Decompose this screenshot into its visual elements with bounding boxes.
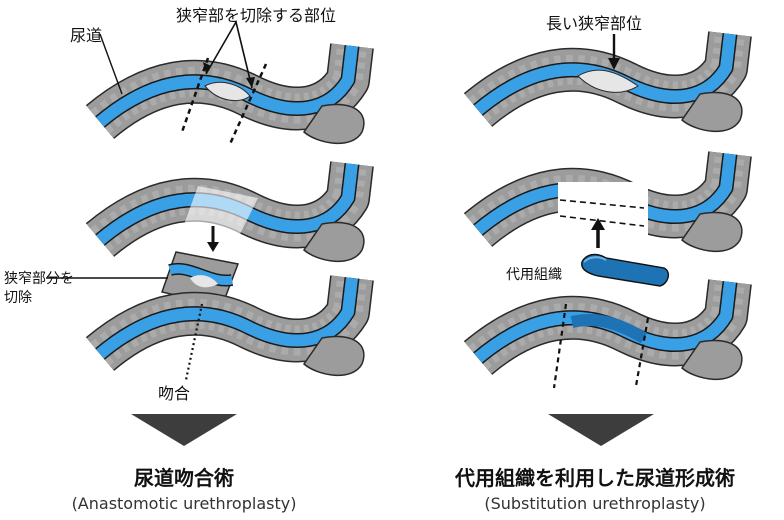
callout-line — [205, 21, 237, 75]
right-panel-long-stricture — [478, 34, 742, 131]
excision-site-label: 狭窄部を切除する部位 — [176, 6, 337, 25]
right-panel-graft-insert — [478, 154, 742, 251]
substitute-tissue-label: 代用組織 — [506, 267, 562, 283]
right-panel-graft-placed — [478, 282, 742, 388]
left-subtitle: (Anastomotic urethroplasty) — [71, 494, 297, 513]
excise-stricture-label-line1: 狭窄部分を — [4, 271, 74, 287]
left-down-arrow — [131, 414, 237, 446]
anastomosis-label: 吻合 — [158, 384, 191, 403]
callout-line — [235, 21, 253, 89]
left-panel-stricture — [100, 46, 364, 144]
graft-tissue — [581, 253, 670, 287]
right-title: 代用組織を利用した尿道形成術 — [455, 466, 735, 490]
urethra-label: 尿道 — [70, 26, 103, 45]
right-subtitle: (Substitution urethroplasty) — [484, 494, 706, 513]
right-down-arrow — [548, 414, 654, 446]
long-stricture-label: 長い狭窄部位 — [546, 14, 643, 33]
left-panel-excision — [100, 164, 364, 261]
excise-stricture-label-line2: 切除 — [4, 290, 32, 306]
left-title: 尿道吻合術 — [134, 466, 234, 490]
long-stricture-area — [577, 69, 639, 93]
excise-stricture-label: 狭窄部分を 切除 — [4, 270, 96, 308]
stricture-area — [204, 81, 251, 102]
left-panel-anastomosis — [100, 278, 364, 380]
urethra-pointer — [99, 33, 123, 95]
